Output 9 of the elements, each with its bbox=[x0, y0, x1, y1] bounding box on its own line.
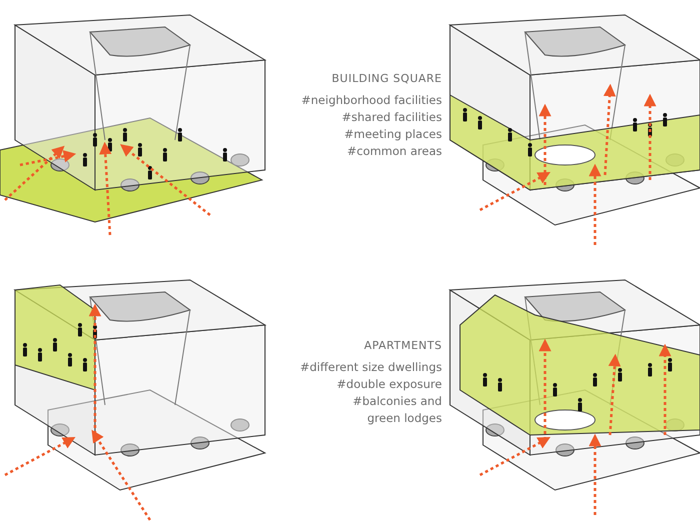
feature-text: #meeting places bbox=[344, 126, 442, 143]
section-heading: BUILDING SQUARE bbox=[332, 71, 442, 87]
feature-text: #neighborhood facilities bbox=[301, 92, 442, 109]
feature-text: #common areas bbox=[346, 143, 442, 160]
feature-text: #balconies and green lodges bbox=[352, 393, 442, 427]
feature-text: #double exposure bbox=[336, 376, 442, 393]
feature-text: #shared facilities bbox=[342, 109, 442, 126]
feature-text: #different size dwellings bbox=[300, 359, 442, 376]
section-heading: APARTMENTS bbox=[364, 338, 442, 354]
